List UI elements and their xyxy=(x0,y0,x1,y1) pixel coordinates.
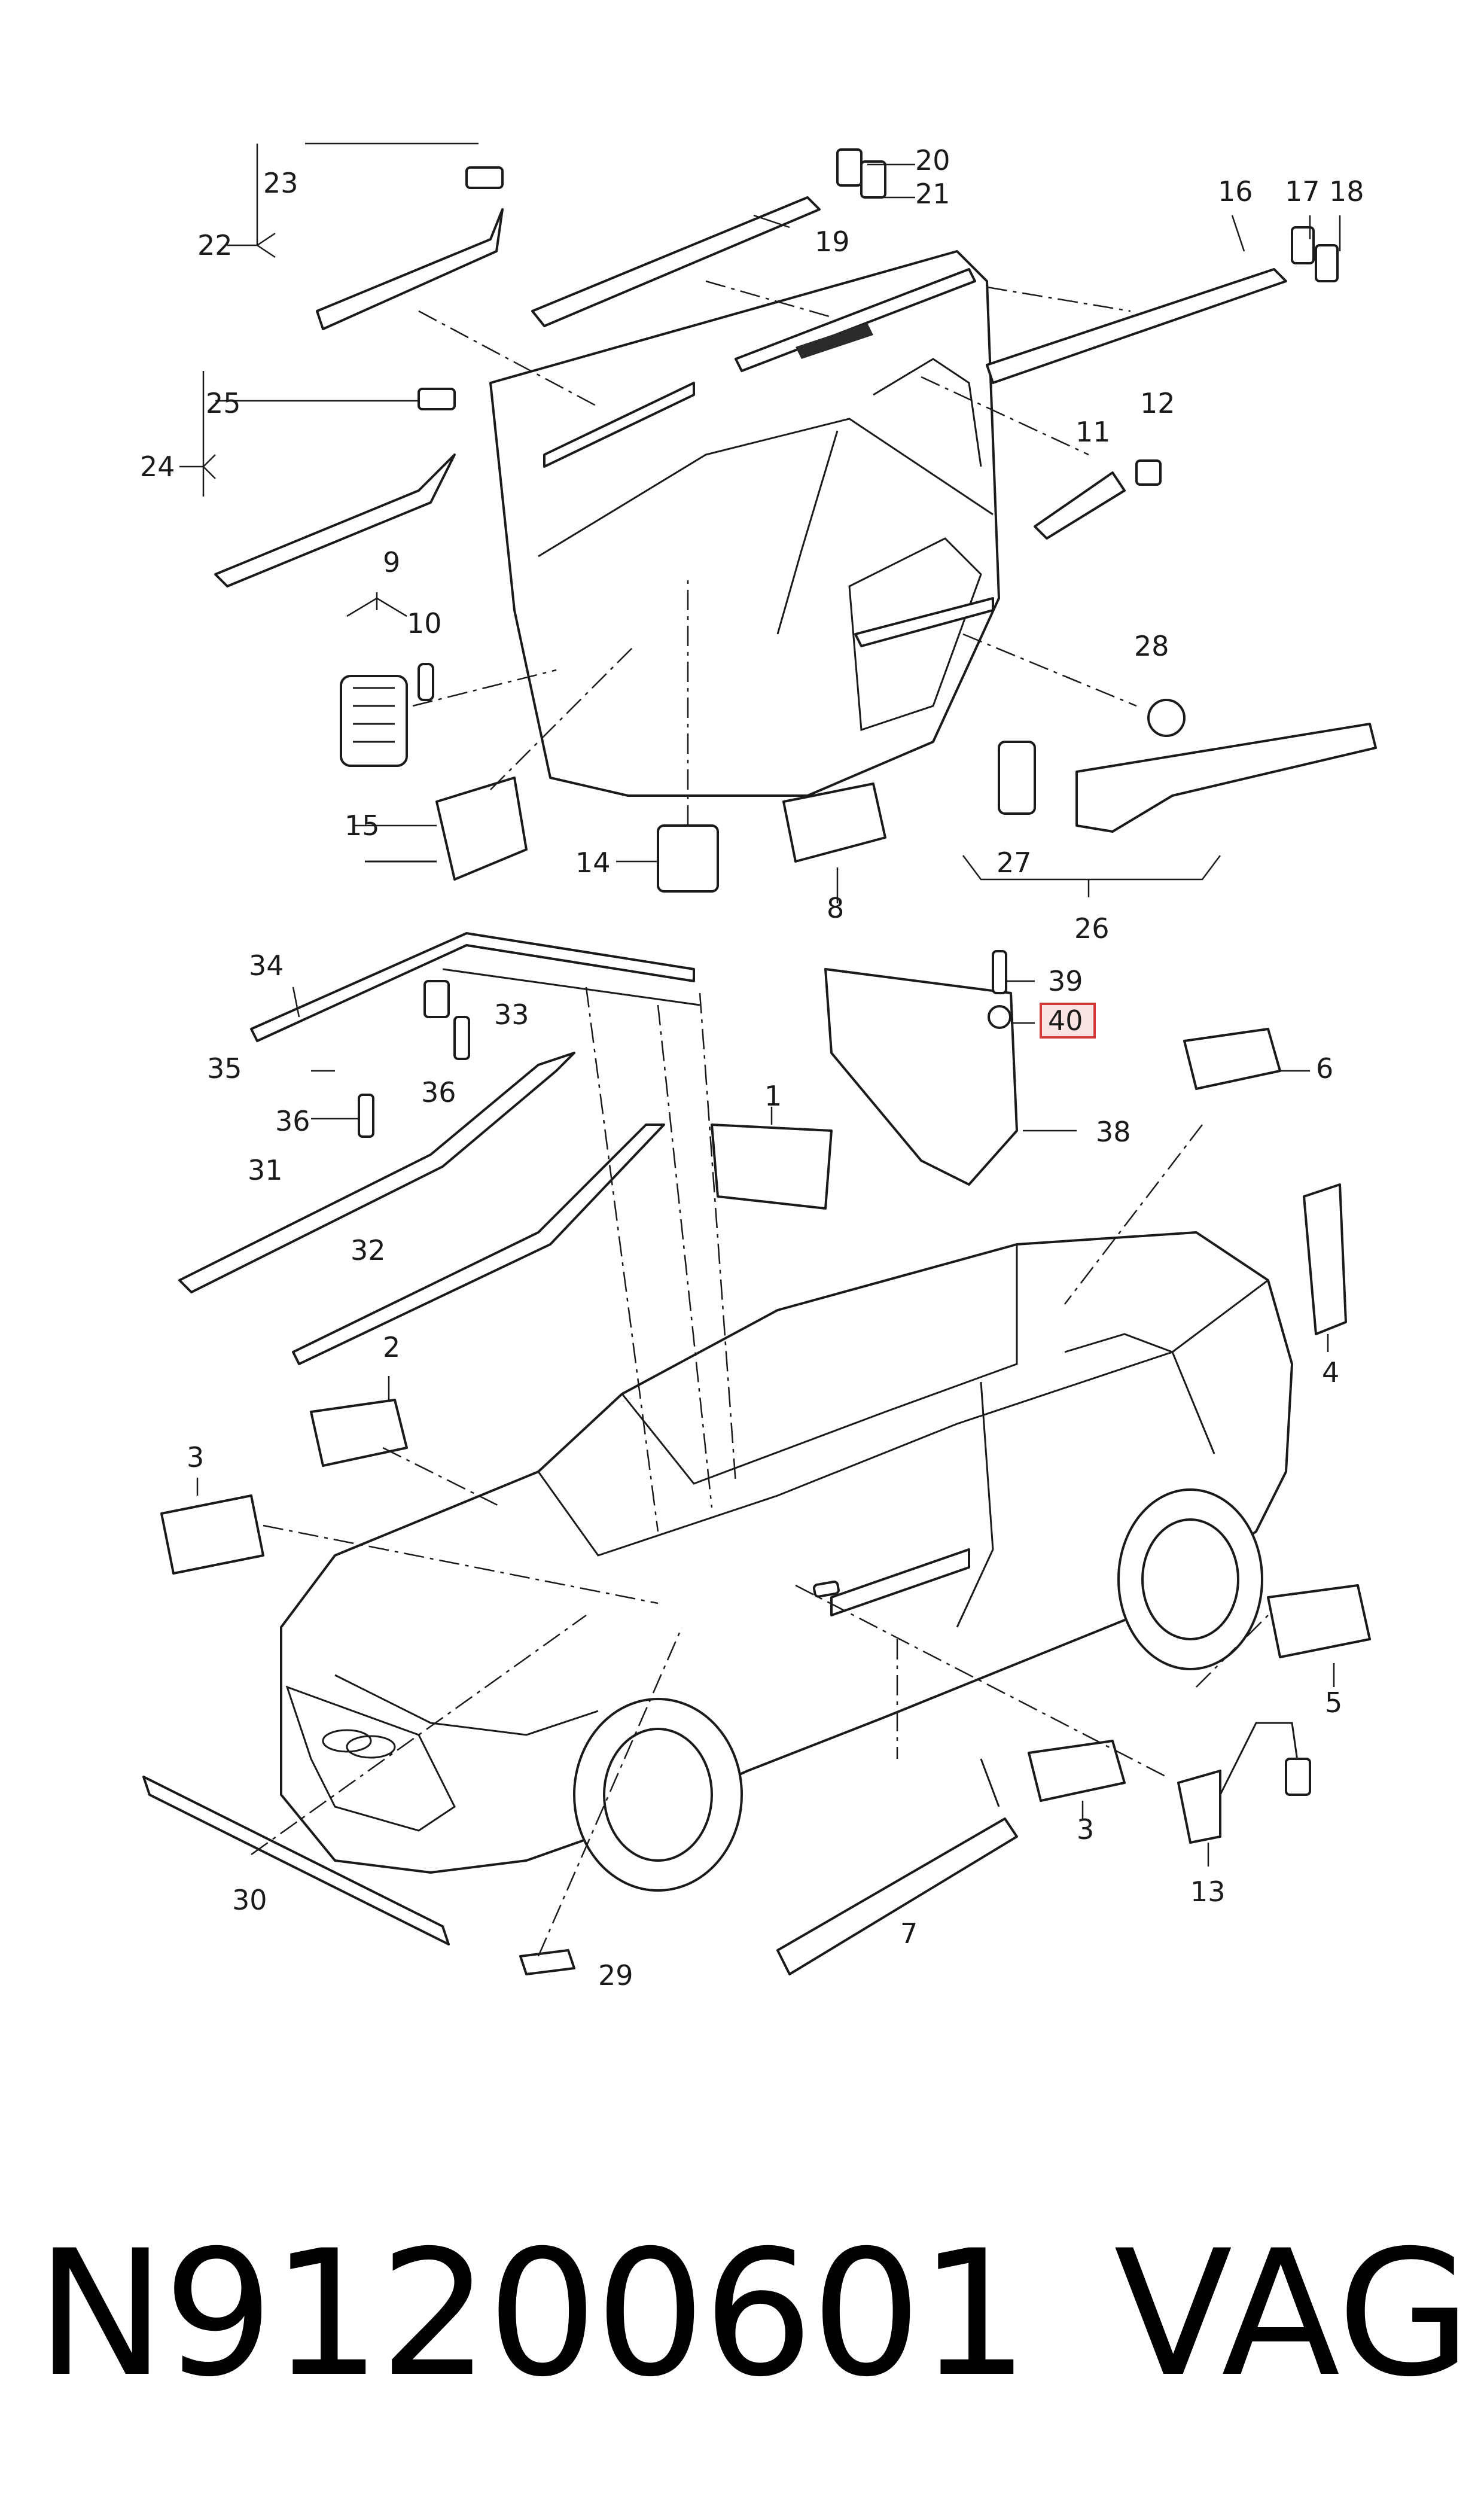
callout-18: 18 xyxy=(1329,175,1364,208)
callout-3a: 3 xyxy=(187,1441,204,1473)
light-strip-16 xyxy=(986,226,1339,384)
callout-30: 30 xyxy=(232,1884,267,1916)
strip-31-32 xyxy=(178,1052,665,1365)
callout-11: 11 xyxy=(1075,416,1111,448)
lamp-11-12 xyxy=(1034,459,1162,540)
callout-3b: 3 xyxy=(1077,1813,1094,1846)
strip-33-34 xyxy=(250,932,700,1042)
callout-35: 35 xyxy=(207,1052,242,1085)
lamp-8 xyxy=(782,783,886,863)
callout-17: 17 xyxy=(1285,175,1320,208)
highlight-box-40 xyxy=(1040,1003,1096,1039)
callout-23: 23 xyxy=(263,167,298,199)
light-strip-19 xyxy=(531,148,886,327)
callout-8: 8 xyxy=(827,892,844,924)
callout-5: 5 xyxy=(1325,1686,1342,1719)
lamps-2-3 xyxy=(160,1399,408,1575)
lamp-4 xyxy=(1303,1183,1347,1335)
bracket-38 xyxy=(824,968,1018,1186)
callout-10: 10 xyxy=(407,607,442,640)
callout-32: 32 xyxy=(351,1234,386,1266)
callout-12: 12 xyxy=(1140,387,1175,419)
callout-4: 4 xyxy=(1322,1356,1339,1389)
callout-21: 21 xyxy=(915,178,950,210)
footer: N91200601 VAG xyxy=(36,2213,1471,2417)
callout-19: 19 xyxy=(815,226,850,258)
callout-38: 38 xyxy=(1096,1116,1131,1148)
control-unit-15 xyxy=(365,777,528,881)
callout-9: 9 xyxy=(383,546,400,578)
callout-20: 20 xyxy=(915,144,950,176)
callout-34: 34 xyxy=(249,949,284,982)
callout-28: 28 xyxy=(1134,630,1169,662)
callout-27: 27 xyxy=(997,847,1032,879)
callout-39: 39 xyxy=(1048,965,1083,997)
grille-strip-30 xyxy=(142,1776,450,1945)
callout-15: 15 xyxy=(345,809,380,842)
callout-6: 6 xyxy=(1316,1052,1333,1085)
callout-16: 16 xyxy=(1218,175,1253,208)
callout-36a: 36 xyxy=(275,1105,310,1137)
callout-31: 31 xyxy=(248,1154,283,1186)
part-29 xyxy=(519,1949,575,1975)
door-panel xyxy=(489,250,1000,797)
light-strip-22 xyxy=(316,166,504,330)
callout-26: 26 xyxy=(1074,912,1110,945)
callout-29: 29 xyxy=(598,1959,633,1992)
lamp-9 xyxy=(340,663,434,767)
callout-14: 14 xyxy=(575,847,611,879)
callout-24: 24 xyxy=(140,450,175,483)
callout-1: 1 xyxy=(764,1080,782,1112)
callout-25: 25 xyxy=(206,387,241,419)
callout-2: 2 xyxy=(383,1331,400,1363)
callout-33: 33 xyxy=(494,998,529,1031)
lamps-3-5 xyxy=(1028,1584,1371,1802)
part-number: N91200601 xyxy=(36,2213,1029,2415)
light-strip-24 xyxy=(214,388,456,587)
lamp-14 xyxy=(657,824,719,893)
vehicle-body xyxy=(280,1231,1293,1892)
sensor-13 xyxy=(1177,1722,1311,1844)
sill-7 xyxy=(776,1758,1018,1975)
leader-lines xyxy=(179,142,1341,1957)
callout-40: 40 xyxy=(1048,1004,1083,1037)
callout-7: 7 xyxy=(900,1917,918,1950)
trim-26-28 xyxy=(998,699,1377,833)
callout-13: 13 xyxy=(1190,1875,1226,1908)
callout-labels: 1 2 3 3 3 4 5 6 7 8 9 10 11 12 13 14 15 … xyxy=(140,144,1364,1992)
brand-label: VAG xyxy=(1114,2213,1471,2415)
fasteners-36-39 xyxy=(358,950,1011,1138)
callout-22: 22 xyxy=(197,229,233,261)
callout-36b: 36 xyxy=(421,1076,456,1109)
exploded-parts-diagram: 1 2 3 3 3 4 5 6 7 8 9 10 11 12 13 14 15 … xyxy=(140,142,1377,1992)
